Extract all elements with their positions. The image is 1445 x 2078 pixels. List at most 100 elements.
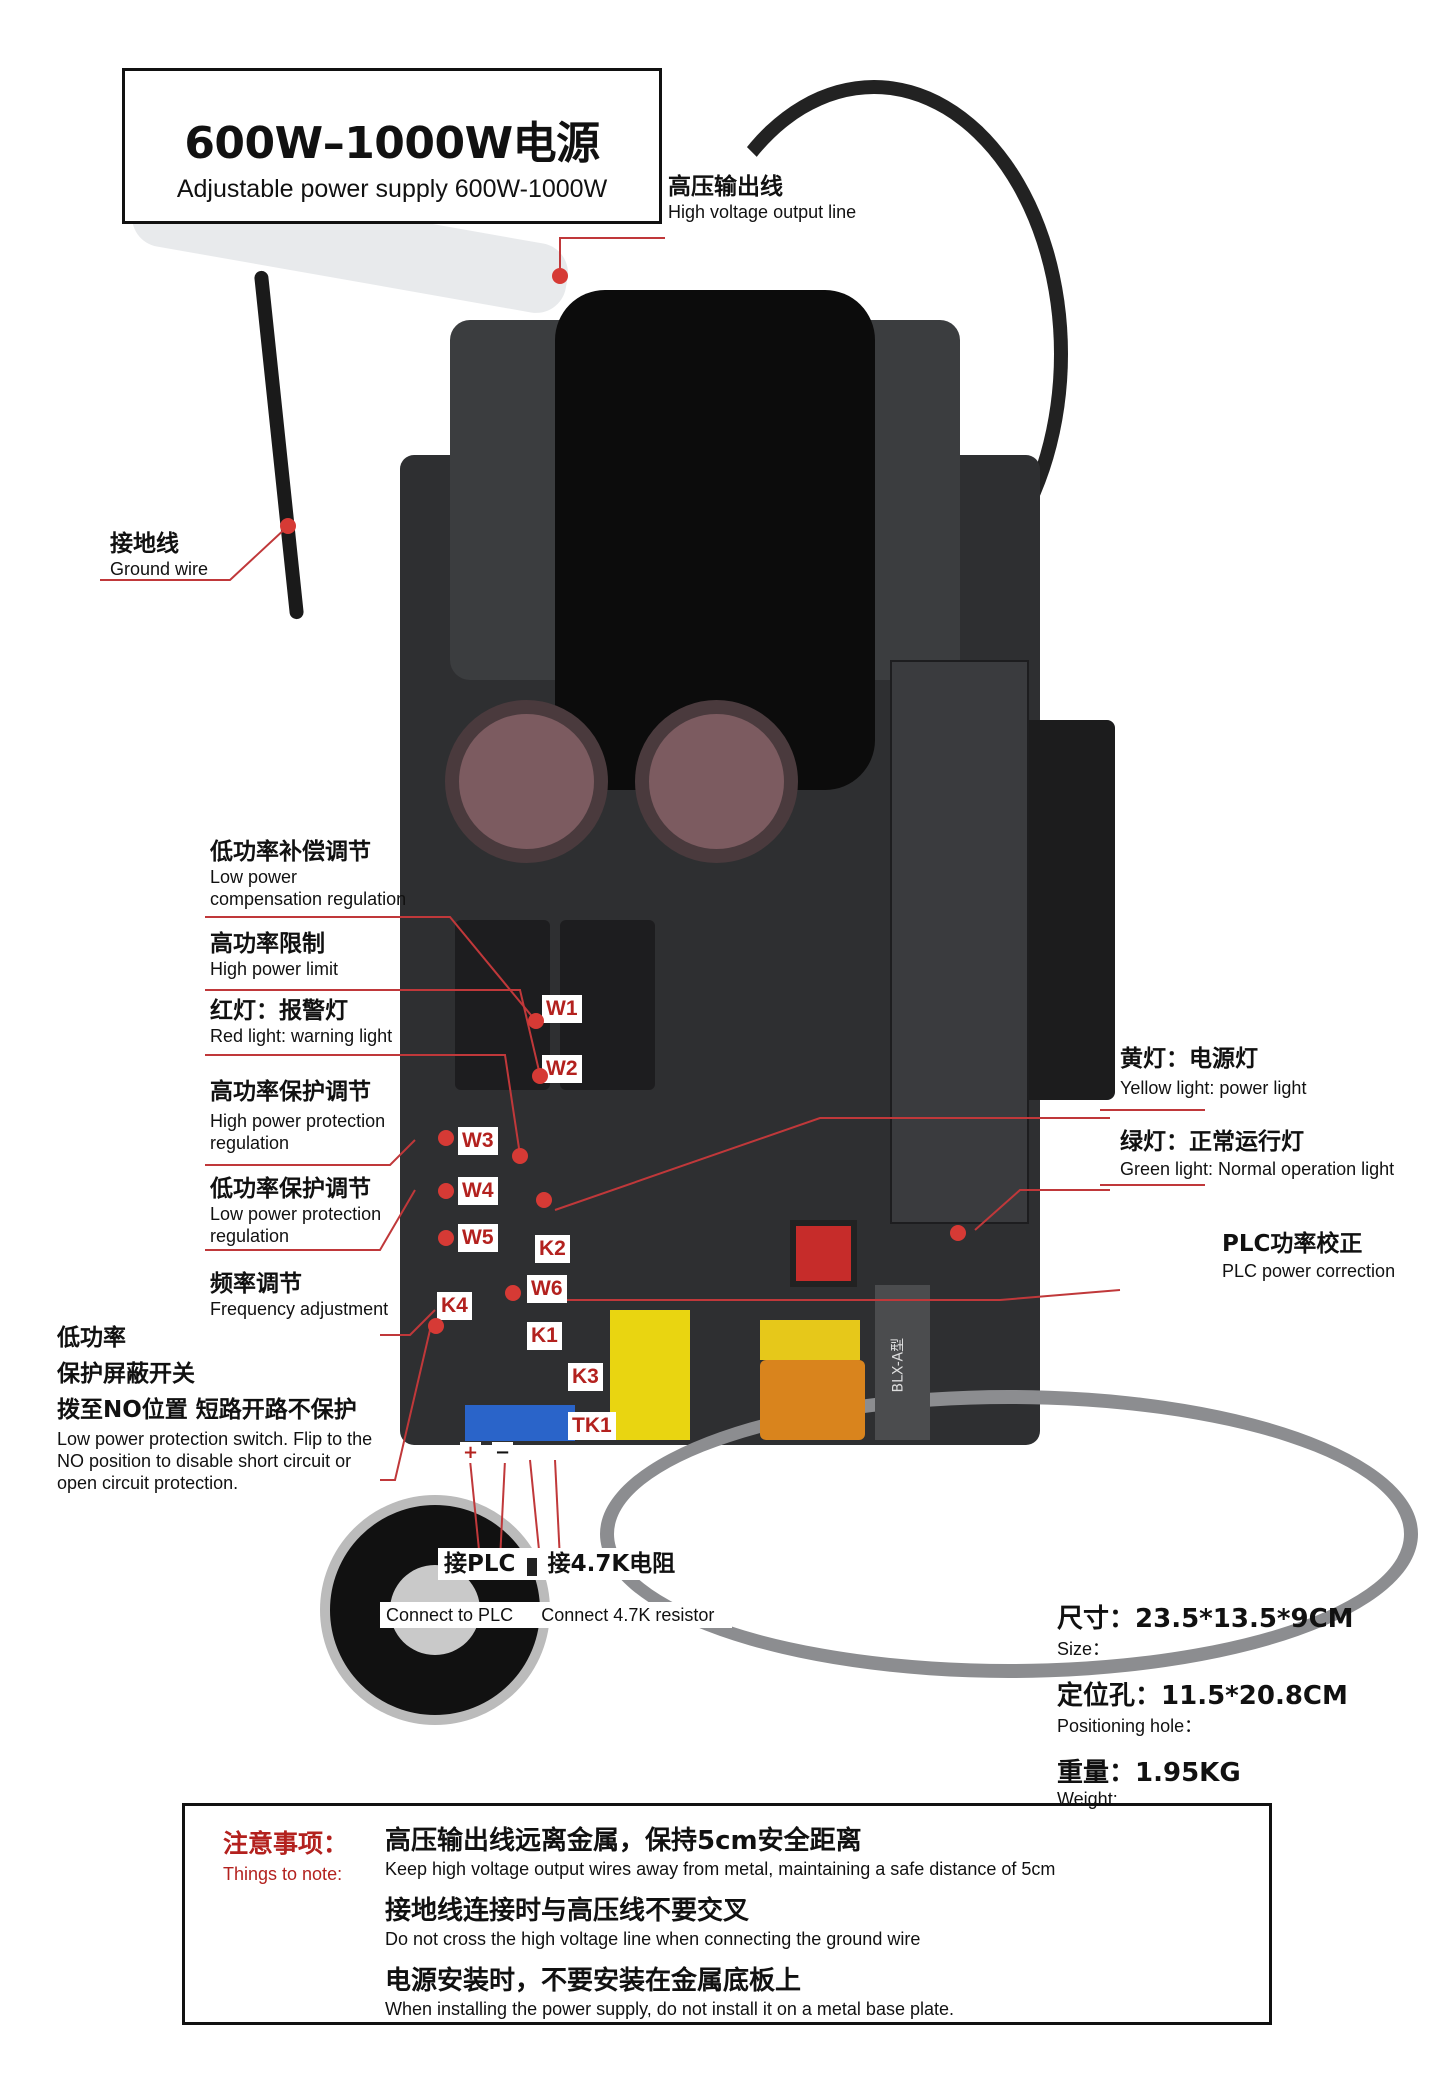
plc-corr-en: PLC power correction [1222,1261,1396,1281]
note-1-zh: 高压输出线远离金属，保持5cm安全距离 [385,1826,862,1856]
low-prot-zh: 低功率保护调节 [210,1176,371,1202]
hv-output-zh: 高压输出线 [668,174,783,200]
note-2-en: Do not cross the high voltage line when … [385,1929,921,1949]
low-comp-zh: 低功率补偿调节 [210,839,371,865]
callout-high-prot: 高功率保护调节 High power protection regulation [210,1078,385,1154]
blx-module: BLX-A型 [875,1285,930,1440]
freq-zh: 频率调节 [210,1271,302,1297]
low-comp-en-2: compensation regulation [210,889,407,909]
spec-weight: 重量：1.95KG Weight: [1057,1752,1354,1810]
w5-dot [438,1230,454,1246]
ground-dot [280,518,296,534]
low-comp-en-1: Low power [210,867,298,887]
k4-dot [428,1318,444,1334]
yellow-light-underline [1100,1109,1205,1111]
spec-size-en: Size： [1057,1639,1111,1659]
w3-dot [438,1130,454,1146]
switch-en-3: open circuit protection. [57,1473,239,1493]
notes-head-en: Things to note: [223,1864,343,1884]
connect-zh-box: 接PLC 接4.7K电阻 [438,1548,682,1580]
callout-red-light: 红灯：报警灯 Red light: warning light [210,997,392,1047]
green-light-zh: 绿灯：正常运行灯 [1120,1129,1304,1155]
ground-en: Ground wire [110,559,209,579]
note-item: 高压输出线远离金属，保持5cm安全距离 Keep high voltage ou… [385,1820,1055,1880]
heatsink [890,660,1029,1224]
tag-w3: W3 [458,1127,498,1155]
ground-zh: 接地线 [110,531,179,557]
red-light-en: Red light: warning light [210,1026,393,1046]
callout-hv-output: 高压输出线 High voltage output line [668,173,856,223]
title-box: 600W–1000W电源 Adjustable power supply 600… [122,68,662,224]
tag-tk1: TK1 [568,1412,616,1440]
red-light-dot [512,1148,528,1164]
high-prot-zh: 高功率保护调节 [210,1079,371,1105]
callout-low-prot: 低功率保护调节 Low power protection regulation [210,1175,381,1247]
connect-res-zh: 接4.7K电阻 [547,1551,676,1577]
connect-res-en: Connect 4.7K resistor [541,1605,715,1625]
note-3-en: When installing the power supply, do not… [385,1999,954,2019]
tag-w4: W4 [458,1177,498,1205]
spec-size: 尺寸：23.5*13.5*9CM Size： [1057,1598,1354,1661]
w1-dot [528,1013,544,1029]
yellow-capacitor [760,1320,860,1360]
notes-head-zh: 注意事项： [223,1829,349,1858]
orange-terminal [760,1360,865,1440]
callout-low-comp: 低功率补偿调节 Low power compensation regulatio… [210,838,406,910]
w2-dot [532,1068,548,1084]
callout-high-limit: 高功率限制 High power limit [210,930,338,980]
green-light-dot [950,1225,966,1241]
yellow-transformer [610,1310,690,1440]
tag-w1: W1 [542,995,582,1023]
high-prot-en-2: regulation [210,1133,290,1153]
spec-size-value: 23.5*13.5*9CM [1135,1604,1354,1634]
w4-dot [438,1183,454,1199]
callout-yellow-light: 黄灯：电源灯 Yellow light: power light [1120,1045,1306,1099]
switch-zh-3: 拨至NO位置 短路开路不保护 [57,1397,357,1423]
yellow-light-dot [536,1192,552,1208]
title-main: 600W–1000W电源 [184,118,600,169]
callout-ground: 接地线 Ground wire [110,530,208,580]
notes-box: 注意事项： Things to note: 高压输出线远离金属，保持5cm安全距… [182,1803,1272,2025]
capacitor-left [445,700,608,863]
tag-k3: K3 [568,1363,603,1391]
switch-en-2: NO position to disable short circuit or [57,1451,352,1471]
terminal-block [465,1405,575,1441]
connect-plc-en: Connect to PLC [386,1605,514,1625]
tag-w6: W6 [527,1275,567,1303]
spec-weight-value: 1.95KG [1135,1758,1241,1788]
yellow-light-zh: 黄灯：电源灯 [1120,1046,1258,1072]
yellow-light-en: Yellow light: power light [1120,1078,1307,1098]
connect-en-box: Connect to PLC Connect 4.7K resistor [380,1602,732,1628]
hv-output-en: High voltage output line [668,202,857,222]
note-item: 接地线连接时与高压线不要交叉 Do not cross the high vol… [385,1890,1055,1950]
note-2-zh: 接地线连接时与高压线不要交叉 [385,1896,750,1926]
specs-block: 尺寸：23.5*13.5*9CM Size： 定位孔：11.5*20.8CM P… [1057,1598,1354,1810]
tag-w2: W2 [542,1055,582,1083]
callout-switch: 低功率 保护屏蔽开关 拨至NO位置 短路开路不保护 Low power prot… [57,1320,372,1494]
high-prot-en-1: High power protection [210,1111,386,1131]
spec-holes-value: 11.5*20.8CM [1161,1681,1348,1711]
green-light-en: Green light: Normal operation light [1120,1159,1395,1179]
high-limit-en: High power limit [210,959,339,979]
terminal-minus: − [492,1442,514,1463]
spec-size-zh: 尺寸： [1057,1604,1136,1634]
frequency-dial [320,1495,550,1725]
notes-head: 注意事项： Things to note: [223,1824,348,1885]
red-switch [790,1220,857,1287]
note-item: 电源安装时，不要安装在金属底板上 When installing the pow… [385,1960,1055,2020]
callout-freq: 频率调节 Frequency adjustment [210,1270,388,1320]
green-light-underline [1100,1184,1205,1186]
low-prot-en-1: Low power protection [210,1204,382,1224]
tag-k4: K4 [437,1292,472,1320]
plc-corr-zh: PLC功率校正 [1222,1231,1363,1257]
red-light-zh: 红灯：报警灯 [210,998,348,1024]
notes-list: 高压输出线远离金属，保持5cm安全距离 Keep high voltage ou… [385,1820,1055,2020]
connect-plc-zh: 接PLC [444,1551,516,1577]
note-3-zh: 电源安装时，不要安装在金属底板上 [385,1966,802,1996]
separator-block [526,1557,537,1576]
cooling-fan [1015,720,1115,1100]
terminal-plus: + [460,1442,482,1463]
relay-left [455,920,550,1090]
freq-en: Frequency adjustment [210,1299,389,1319]
